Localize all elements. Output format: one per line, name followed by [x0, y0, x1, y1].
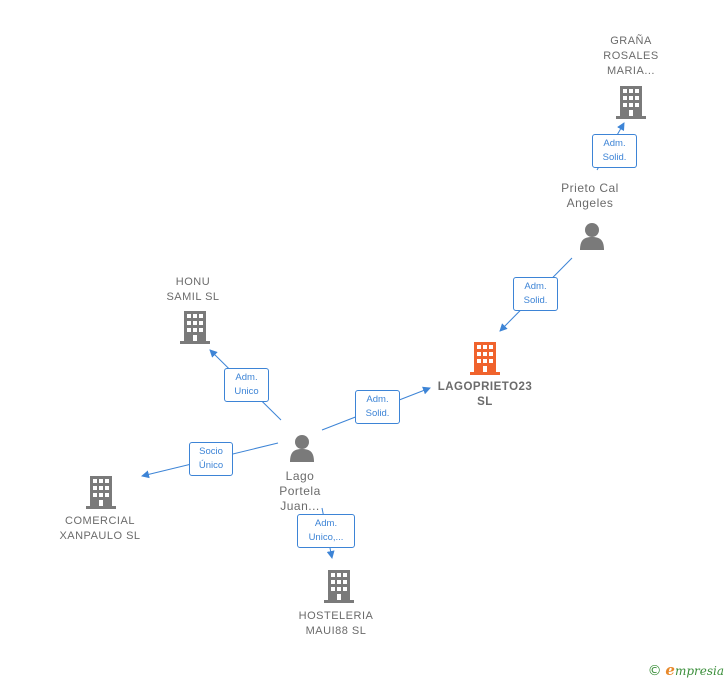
edge-label-prieto-lagoprieto: Adm. Solid. — [513, 277, 558, 311]
edge-label-lago-honu: Adm. Unico — [224, 368, 269, 402]
edge-label-prieto-grana: Adm. Solid. — [592, 134, 637, 168]
person-icon-lago[interactable] — [290, 435, 314, 462]
brand-logo-e: e — [665, 661, 675, 679]
building-icon-honu[interactable] — [180, 311, 210, 344]
building-icon-lagoprieto[interactable] — [470, 342, 500, 375]
node-label-hosteleria[interactable]: HOSTELERIA MAUI88 SL — [298, 610, 374, 637]
building-icon-hosteleria[interactable] — [324, 570, 354, 603]
copyright-icon: © — [647, 663, 662, 679]
node-label-comercial[interactable]: COMERCIAL XANPAULO SL — [59, 515, 141, 542]
person-icon-prieto[interactable] — [580, 223, 604, 250]
edge-label-lago-comercial: Socio Único — [189, 442, 233, 476]
node-label-lago[interactable]: Lago Portela Juan... — [279, 469, 321, 513]
node-label-prieto[interactable]: Prieto Cal Angeles — [561, 181, 619, 210]
node-label-honu[interactable]: HONU SAMIL SL — [166, 276, 220, 303]
building-icon-comercial[interactable] — [86, 476, 116, 509]
edge-label-lago-lagoprieto: Adm. Solid. — [355, 390, 400, 424]
node-label-grana[interactable]: GRAÑA ROSALES MARIA... — [603, 35, 659, 77]
brand-footer: © empresia — [648, 661, 724, 679]
building-icon-grana[interactable] — [616, 86, 646, 119]
node-label-lagoprieto[interactable]: LAGOPRIETO23 SL — [437, 381, 533, 408]
edge-label-lago-hosteleria: Adm. Unico,... — [297, 514, 355, 548]
brand-logo-text: mpresia — [674, 664, 724, 678]
